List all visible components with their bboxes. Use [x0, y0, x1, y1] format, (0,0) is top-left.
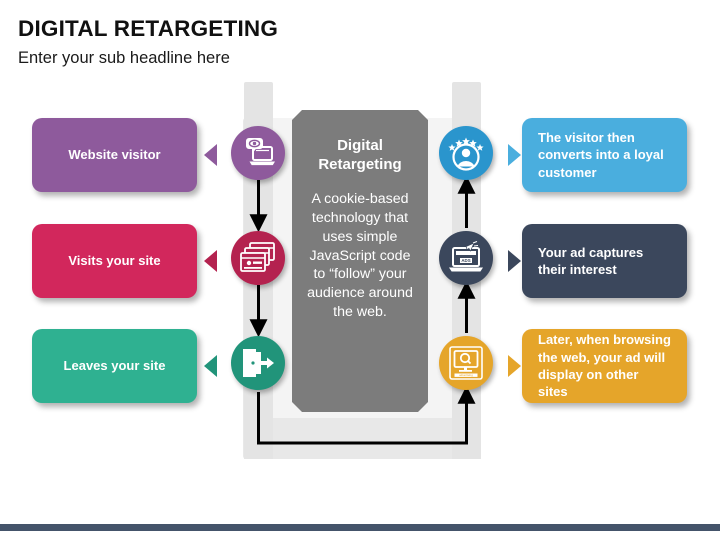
loyal-customer-star-icon — [448, 137, 484, 171]
step-label: Visits your site — [68, 253, 161, 269]
icon-circle-visits-your-site[interactable] — [231, 231, 285, 285]
icon-circle-loyal-customer[interactable] — [439, 126, 493, 180]
pointer-right-1 — [508, 144, 521, 166]
pointer-left-2 — [204, 250, 217, 272]
center-definition-card: Digital Retargeting A cookie-based techn… — [292, 110, 428, 412]
pointer-right-3 — [508, 355, 521, 377]
step-box-visits-your-site[interactable]: Visits your site — [32, 224, 197, 298]
icon-circle-leaves-your-site[interactable] — [231, 336, 285, 390]
step-box-ad-captures-interest[interactable]: Your ad captures their interest — [522, 224, 687, 298]
bottom-accent-bar — [0, 524, 720, 531]
svg-text:advertising: advertising — [459, 373, 473, 377]
icon-circle-ad-captures-interest[interactable]: ADS — [439, 231, 493, 285]
step-box-loyal-customer[interactable]: The visitor then converts into a loyal c… — [522, 118, 687, 192]
svg-text:ADS: ADS — [461, 258, 470, 263]
exit-door-icon — [243, 349, 274, 377]
page-subtitle: Enter your sub headline here — [18, 49, 230, 67]
icon-circle-ad-displays-other-sites[interactable]: advertising — [439, 336, 493, 390]
monitor-search-icon: advertising — [449, 346, 483, 380]
step-label: Your ad captures their interest — [538, 244, 644, 277]
step-label: Leaves your site — [63, 358, 166, 374]
step-box-leaves-your-site[interactable]: Leaves your site — [32, 329, 197, 403]
pointer-left-3 — [204, 355, 217, 377]
icon-circle-website-visitor[interactable] — [231, 126, 285, 180]
step-label: Website visitor — [68, 147, 161, 163]
step-label: The visitor then converts into a loyal c… — [538, 130, 664, 180]
pointer-right-2 — [508, 250, 521, 272]
laptop-ads-click-icon: ADS — [449, 241, 483, 272]
step-box-website-visitor[interactable]: Website visitor — [32, 118, 197, 192]
step-label: Later, when browsing the web, your ad wi… — [538, 332, 671, 400]
eye-bubble-laptop-icon — [246, 138, 275, 166]
pointer-left-1 — [204, 144, 217, 166]
center-card-title: Digital Retargeting — [318, 137, 402, 174]
center-card-body: A cookie-based technology that uses simp… — [307, 191, 413, 320]
browser-windows-icon — [240, 242, 275, 272]
step-box-ad-displays-other-sites[interactable]: Later, when browsing the web, your ad wi… — [522, 329, 687, 403]
page-title: DIGITAL RETARGETING — [18, 16, 279, 41]
